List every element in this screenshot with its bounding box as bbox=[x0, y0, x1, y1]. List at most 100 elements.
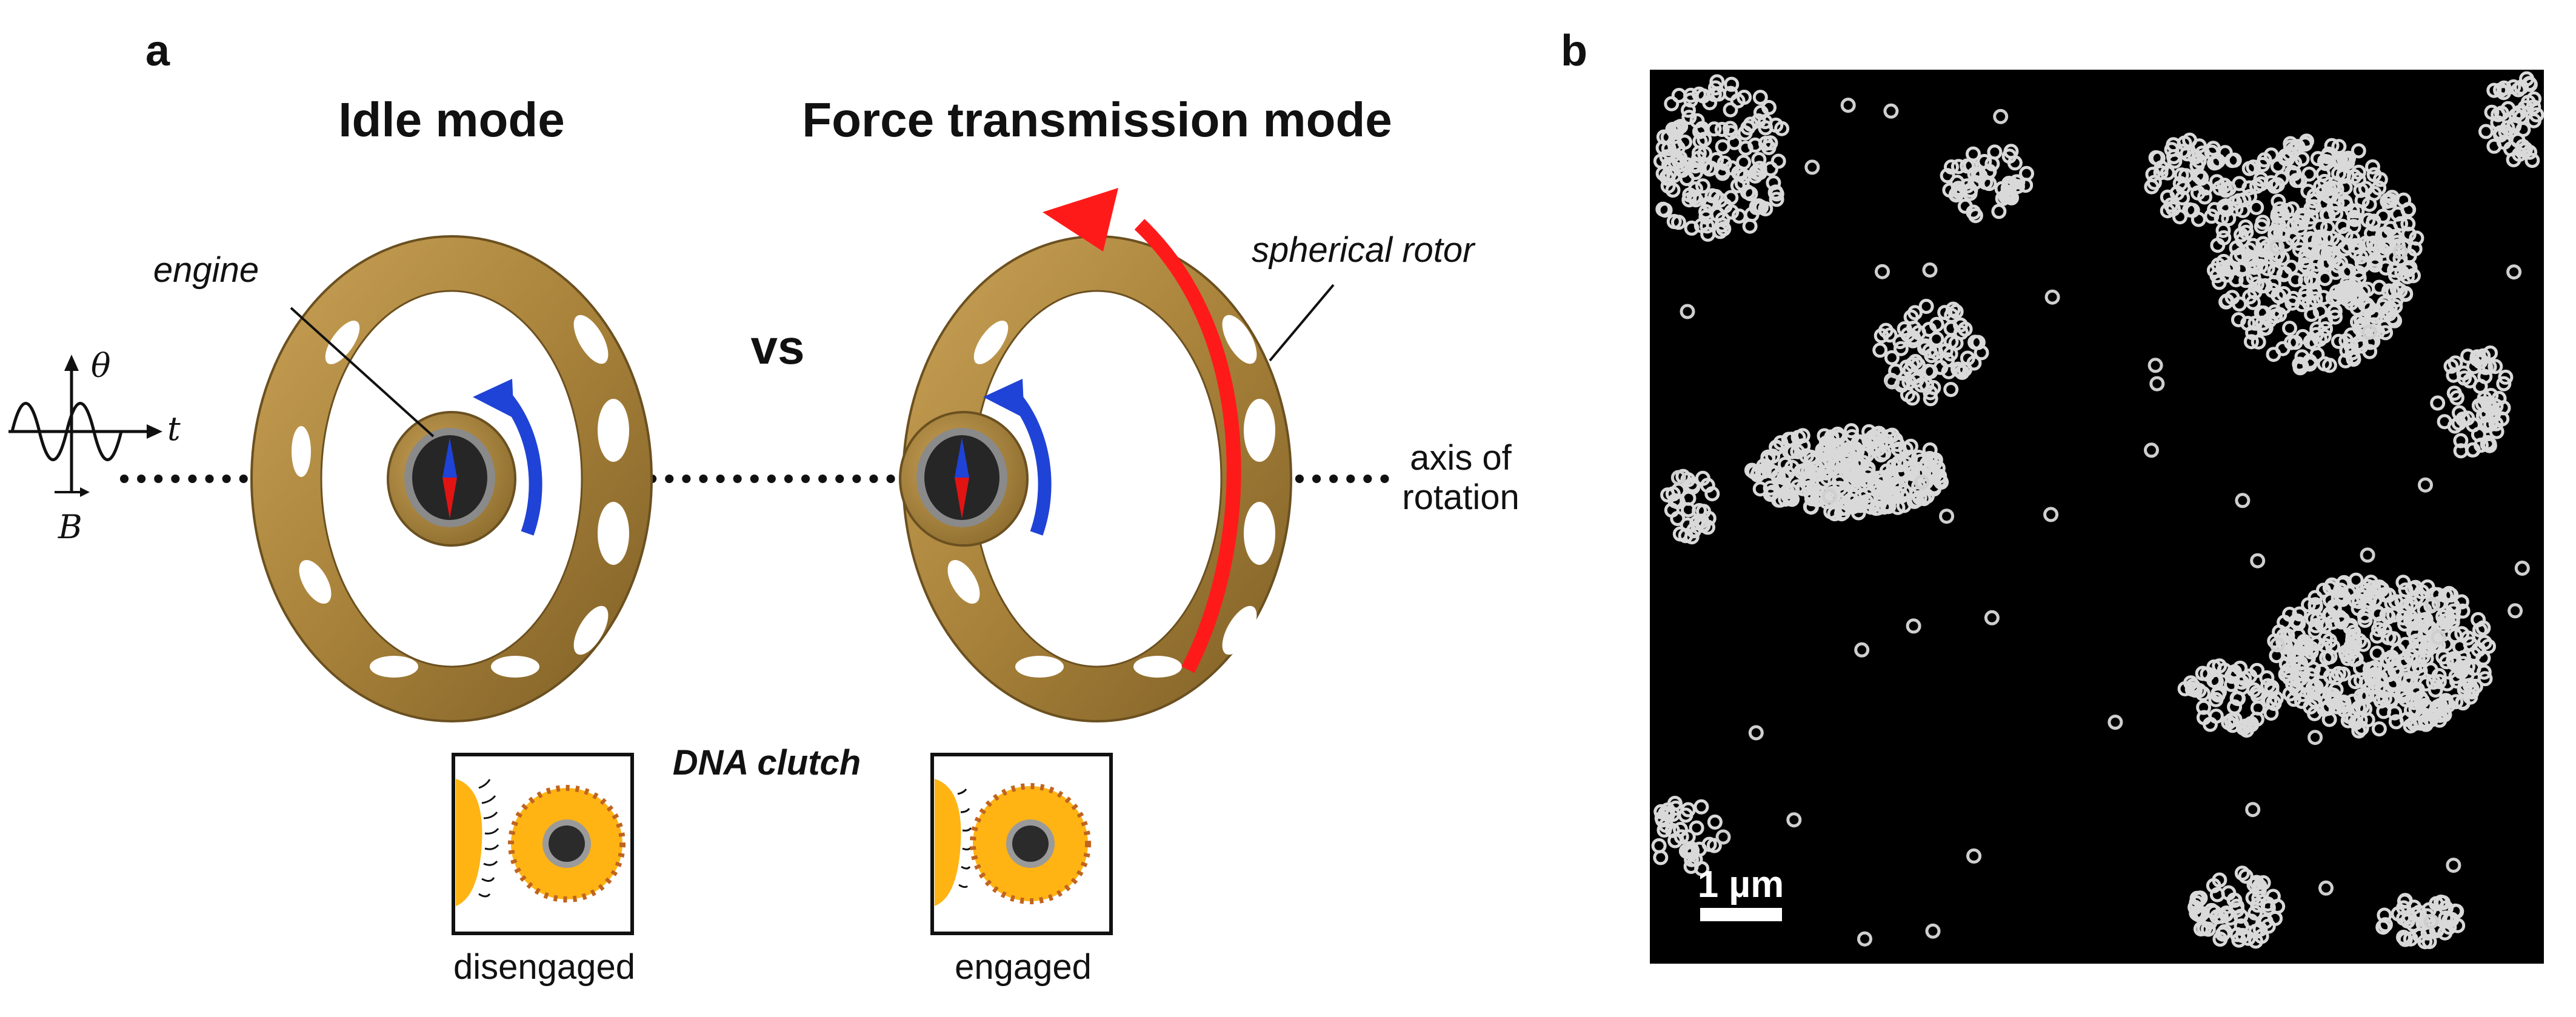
particle bbox=[2293, 655, 2309, 671]
particle bbox=[1758, 120, 1774, 136]
particle bbox=[2314, 675, 2329, 691]
particle bbox=[2366, 317, 2381, 333]
particle bbox=[2329, 284, 2344, 300]
particle bbox=[2477, 635, 2492, 650]
particle bbox=[2444, 614, 2460, 629]
particle bbox=[2508, 603, 2523, 619]
particle bbox=[2415, 649, 2431, 664]
particle bbox=[1938, 343, 1954, 358]
particle bbox=[2228, 272, 2244, 287]
particle bbox=[2438, 910, 2454, 926]
particle bbox=[1850, 505, 1866, 521]
particle bbox=[2429, 896, 2444, 912]
particle bbox=[1749, 199, 1764, 215]
particle bbox=[2337, 288, 2352, 304]
particle bbox=[2367, 308, 2383, 324]
particle bbox=[1677, 135, 1692, 150]
particle bbox=[2490, 115, 2506, 131]
particle bbox=[2507, 116, 2522, 132]
particle bbox=[2195, 665, 2211, 681]
particle bbox=[2452, 639, 2468, 655]
particle bbox=[2245, 802, 2261, 818]
particle bbox=[1700, 226, 1716, 242]
particle bbox=[1901, 375, 1917, 390]
particle bbox=[2243, 334, 2259, 350]
particle bbox=[1680, 304, 1695, 319]
particle bbox=[1818, 465, 1834, 481]
particle bbox=[1786, 812, 1802, 828]
particle bbox=[1702, 95, 1718, 110]
particle bbox=[2508, 108, 2524, 123]
particle bbox=[2200, 921, 2216, 937]
particle bbox=[1671, 88, 1687, 103]
panel-b: b 1 µm bbox=[1561, 27, 2544, 964]
particle bbox=[1801, 464, 1816, 479]
particle bbox=[2448, 903, 2463, 919]
particle bbox=[2404, 581, 2420, 596]
particle bbox=[1914, 474, 1930, 490]
particle bbox=[1837, 483, 1853, 499]
particle bbox=[1710, 207, 1726, 222]
particle bbox=[2496, 85, 2512, 101]
particle bbox=[1991, 204, 2007, 219]
particle bbox=[1749, 164, 1764, 180]
particle bbox=[2443, 358, 2459, 374]
particle bbox=[2394, 593, 2410, 609]
particle bbox=[2375, 919, 2391, 935]
particle bbox=[1910, 357, 1926, 373]
particle bbox=[1695, 518, 1711, 533]
particle bbox=[2298, 273, 2314, 288]
particle bbox=[2345, 632, 2360, 648]
force-rotor bbox=[899, 188, 1292, 722]
particle bbox=[1686, 189, 1702, 205]
particle bbox=[2526, 99, 2541, 115]
particle bbox=[2378, 325, 2394, 341]
engaged-label: engaged bbox=[955, 947, 1092, 987]
particle bbox=[2254, 305, 2269, 321]
particle bbox=[1843, 467, 1858, 482]
particle bbox=[2235, 493, 2251, 508]
particle bbox=[2227, 699, 2243, 715]
particle bbox=[2423, 662, 2438, 678]
particle bbox=[2292, 242, 2307, 258]
vs-label: vs bbox=[751, 320, 805, 374]
particle bbox=[2250, 553, 2266, 569]
particle bbox=[2481, 639, 2496, 654]
particle bbox=[2465, 442, 2481, 458]
particle bbox=[1768, 184, 1784, 200]
magnetic-field-wave-icon: θ t B bbox=[8, 347, 181, 546]
particle bbox=[2394, 265, 2410, 281]
particle bbox=[2331, 234, 2346, 250]
particle bbox=[1957, 361, 1973, 377]
particle bbox=[1922, 343, 1938, 359]
particle bbox=[2297, 676, 2312, 692]
particle bbox=[2317, 619, 2333, 635]
particle bbox=[1651, 838, 1667, 853]
particle bbox=[2526, 91, 2542, 107]
particle bbox=[2406, 899, 2422, 915]
particle bbox=[2390, 643, 2406, 659]
particle bbox=[1689, 820, 1704, 836]
particle bbox=[2167, 153, 2183, 169]
particle bbox=[1981, 164, 1997, 179]
particle bbox=[2166, 137, 2181, 153]
particle bbox=[2212, 872, 2227, 888]
particle bbox=[1925, 923, 1941, 939]
particle bbox=[1940, 352, 1955, 368]
disengaged-clutch-box bbox=[452, 753, 634, 935]
particle bbox=[1922, 262, 1938, 278]
compass-needle-icon bbox=[442, 438, 457, 519]
particle bbox=[2437, 925, 2453, 941]
particle bbox=[2384, 677, 2400, 693]
particle bbox=[2255, 157, 2271, 172]
particle bbox=[2276, 267, 2292, 282]
particle bbox=[2294, 151, 2310, 167]
particle bbox=[2299, 133, 2314, 149]
particle bbox=[1780, 465, 1795, 481]
particle bbox=[1943, 382, 1959, 398]
particle bbox=[1680, 829, 1696, 845]
particle bbox=[2409, 682, 2425, 697]
particle bbox=[2317, 271, 2333, 286]
particle bbox=[2366, 235, 2381, 251]
particle bbox=[1966, 146, 1981, 162]
